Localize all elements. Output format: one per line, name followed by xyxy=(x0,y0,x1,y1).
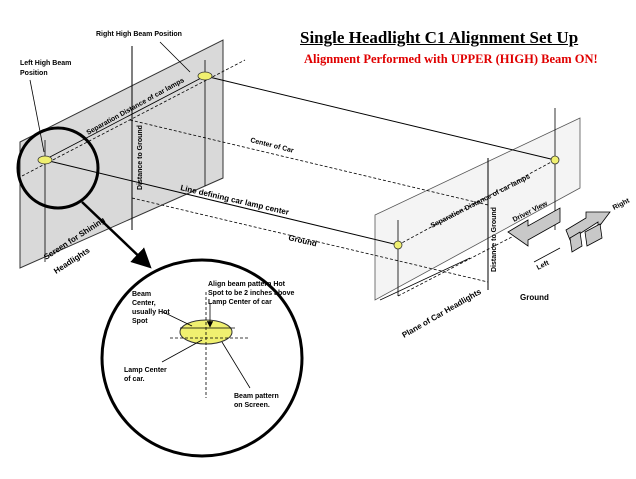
headlight-marker-left xyxy=(37,155,53,165)
detail-beam-center-pointer xyxy=(162,311,193,327)
left-label: Left xyxy=(536,259,551,271)
car-lamp-marker-right xyxy=(550,155,560,165)
beam-center-label-1: Beam xyxy=(132,291,151,298)
page-subtitle: Alignment Performed with UPPER (HIGH) Be… xyxy=(304,52,598,66)
right-high-beam-label: Right High Beam Position xyxy=(96,31,182,38)
right-label: Right xyxy=(612,197,632,212)
dashed-center-car xyxy=(129,119,489,206)
right-beam-pointer xyxy=(159,41,191,73)
detail-beam-pattern-pointer xyxy=(221,341,251,389)
ground-line-car-edge xyxy=(379,257,471,301)
lamp-center-line xyxy=(44,159,399,246)
screen-panel xyxy=(19,39,224,269)
plane-of-car-label: Plane of Car Headlights xyxy=(401,287,484,340)
ground-mid-label: Ground xyxy=(288,233,318,248)
screen-distance-ground-label: Distance to Ground xyxy=(137,125,144,190)
align-label-3: Lamp Center of car xyxy=(208,299,272,306)
detail-circle xyxy=(100,258,304,458)
left-high-beam-label-1: Left High Beam xyxy=(20,60,71,67)
beam-center-label-4: Spot xyxy=(132,318,148,325)
left-high-beam-label-2: Position xyxy=(20,70,48,77)
center-of-car-label: Center of Car xyxy=(250,137,295,155)
beam-pattern-label-1: Beam pattern xyxy=(234,393,279,400)
top-line xyxy=(204,75,556,161)
page-title: Single Headlight C1 Alignment Set Up xyxy=(300,28,579,47)
dashed-screen-horizontal xyxy=(21,59,246,177)
car-distance-ground-label: Distance to Ground xyxy=(491,207,498,272)
screen-separation-line xyxy=(47,75,206,159)
detail-lamp-center-pointer xyxy=(161,339,203,363)
lamp-center-label-2: of car. xyxy=(124,376,145,383)
lamp-center-label-1: Lamp Center xyxy=(124,367,167,374)
car-lamp-marker-left xyxy=(393,240,403,250)
left-beam-pointer xyxy=(29,79,45,153)
align-label-1: Align beam pattern Hot xyxy=(208,281,286,288)
align-label-2: Spot to be 2 inches above xyxy=(208,290,294,297)
magnify-circle-icon xyxy=(16,126,100,210)
beam-center-label-2: Center, xyxy=(132,300,156,307)
beam-center-label-3: usually Hot xyxy=(132,309,170,316)
beam-pattern-label-2: on Screen. xyxy=(234,402,270,409)
magnify-arrow xyxy=(81,201,152,269)
line-defining-label: Line defining car lamp center xyxy=(180,183,290,217)
driver-view-arrow-icon xyxy=(507,207,611,263)
dashed-ground-line xyxy=(131,197,489,283)
headlight-marker-right xyxy=(197,71,213,81)
ground-right-label: Ground xyxy=(520,293,549,302)
car-plane-panel xyxy=(374,117,581,301)
